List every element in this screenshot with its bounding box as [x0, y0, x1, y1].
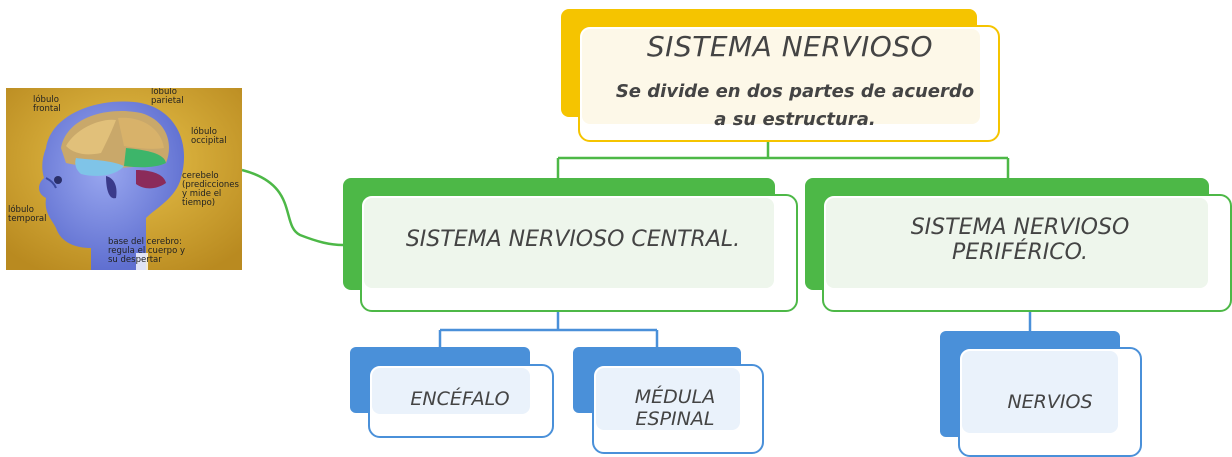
nervios-node-card[interactable]	[958, 347, 1142, 457]
label-lobulo-parietal: lóbulo parietal	[151, 88, 184, 106]
label-lobulo-temporal: lóbulo temporal	[8, 205, 47, 224]
nervios-node-label: NERVIOS	[1007, 391, 1093, 414]
root-node-subtitle: Se divide en dos partes de acuerdo a su …	[615, 81, 975, 130]
central-node-card[interactable]	[360, 194, 798, 312]
peripheral-node-label: SISTEMA NERVIOSO PERIFÉRICO.	[910, 214, 1130, 265]
encefalo-node-label: ENCÉFALO	[410, 388, 510, 411]
brain-anatomy-image[interactable]: lóbulo frontal lóbulo parietal lóbulo oc…	[6, 88, 242, 270]
medula-node-label: MÉDULA ESPINAL	[634, 386, 716, 430]
label-lobulo-occipital: lóbulo occipital	[191, 127, 227, 146]
root-node-card[interactable]	[578, 25, 1000, 142]
brain-illustration	[6, 88, 242, 270]
peripheral-node-card[interactable]	[822, 194, 1232, 312]
encefalo-node-card[interactable]	[368, 364, 554, 438]
label-cerebelo: cerebelo (predicciones y mide el tiempo)	[182, 171, 239, 208]
central-node-label: SISTEMA NERVIOSO CENTRAL.	[405, 227, 741, 253]
root-node-title: SISTEMA NERVIOSO	[646, 29, 934, 63]
label-lobulo-frontal: lóbulo frontal	[33, 95, 61, 114]
label-base-cerebro: base del cerebro: regula el cuerpo y su …	[108, 237, 185, 265]
medula-node-card[interactable]	[592, 364, 764, 454]
